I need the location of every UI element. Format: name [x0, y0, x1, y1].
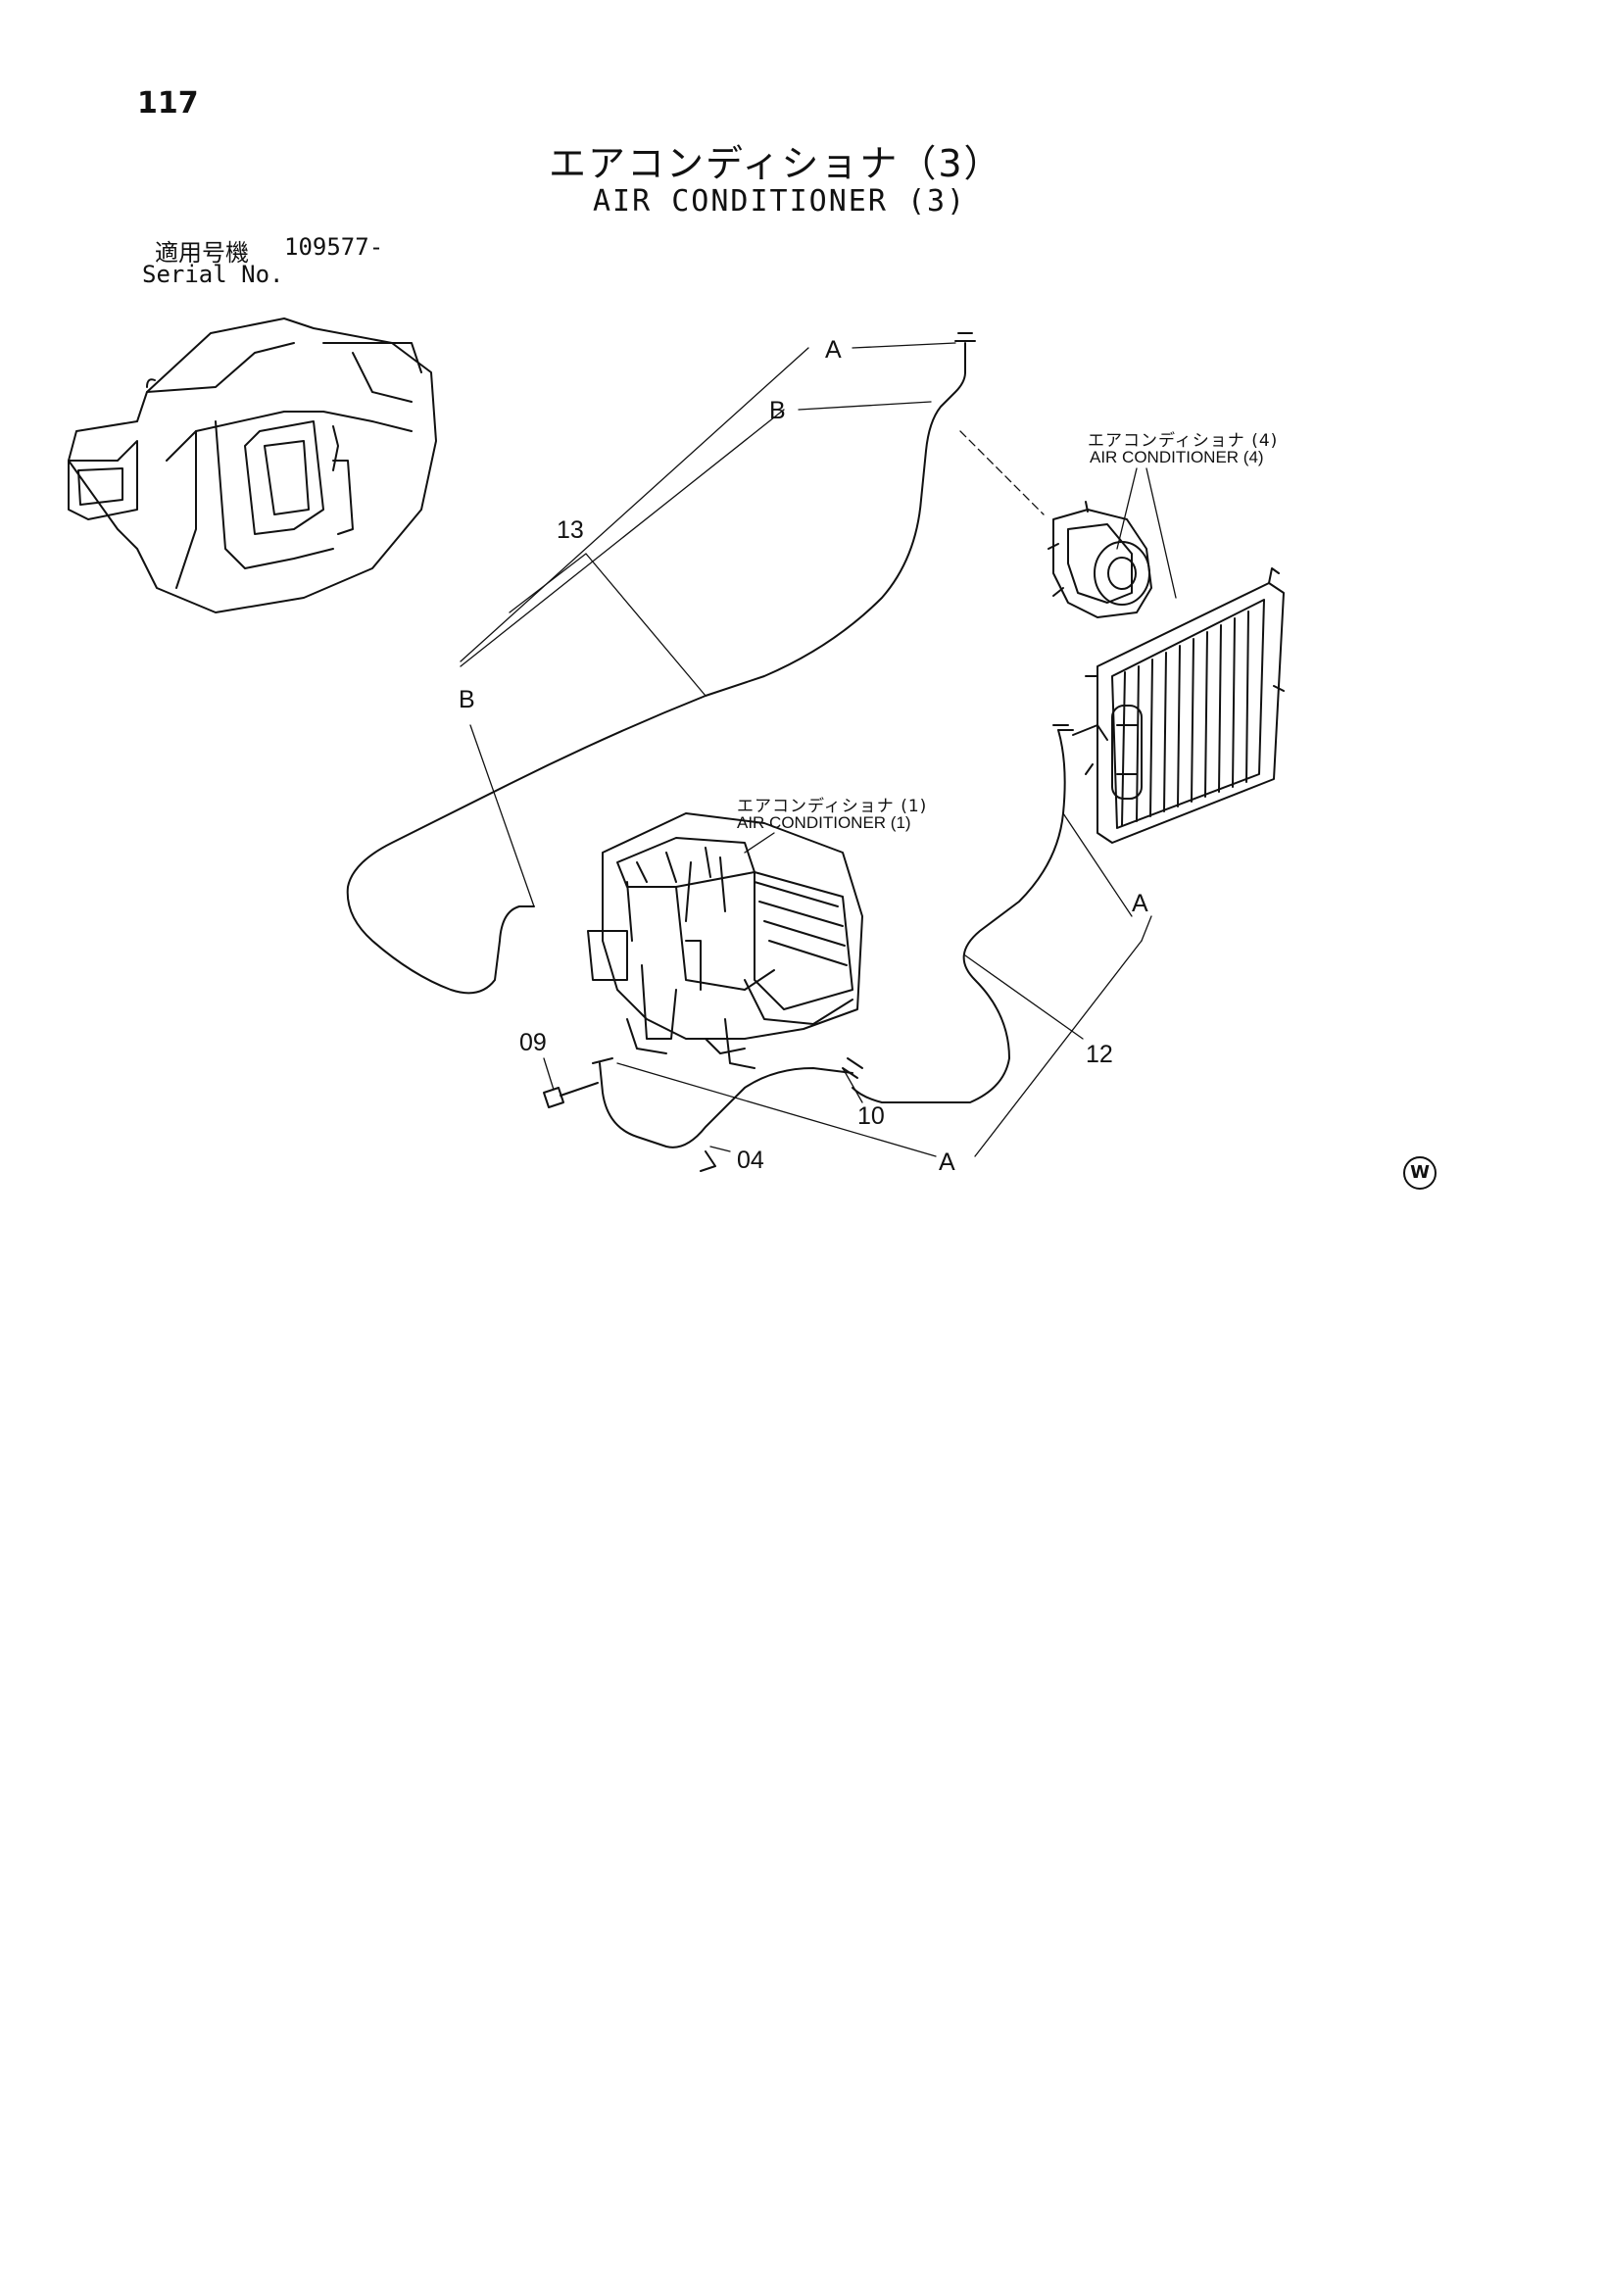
air-conditioner-unit-icon	[587, 812, 863, 1069]
callout-part-12: 12	[1086, 1041, 1113, 1068]
serial-label-en: Serial No.	[142, 261, 284, 288]
reference-ac4-jp: エアコンディショナ (4)	[1088, 431, 1279, 451]
w-mark-icon: W	[1403, 1156, 1437, 1190]
hose-10	[599, 1062, 853, 1148]
reference-ac4-en: AIR CONDITIONER (4)	[1090, 448, 1264, 466]
excavator-thumbnail-icon	[68, 318, 437, 613]
reference-ac1-jp: エアコンディショナ (1)	[737, 797, 928, 816]
hose-12	[852, 729, 1066, 1103]
callout-a-top: A	[825, 336, 842, 364]
page-number: 117	[137, 86, 199, 121]
callout-part-04: 04	[737, 1147, 764, 1174]
callout-a-bottom: A	[939, 1148, 955, 1176]
reference-ac1-en: AIR CONDITIONER (1)	[737, 813, 911, 832]
callout-b-top: B	[769, 397, 786, 424]
compressor-icon	[1048, 501, 1152, 618]
hose-13	[346, 342, 966, 995]
condenser-icon	[1057, 567, 1285, 844]
callout-part-13: 13	[557, 516, 584, 544]
callout-b-left: B	[459, 686, 475, 713]
serial-label-jp: 適用号機	[155, 239, 249, 267]
serial-value: 109577-	[284, 233, 384, 261]
callout-part-10: 10	[857, 1102, 885, 1130]
bolt-09	[543, 1082, 599, 1108]
callout-part-09: 09	[519, 1029, 547, 1056]
callout-a-right: A	[1132, 890, 1148, 917]
page-title-jp: エアコンディショナ（3）	[549, 142, 1003, 185]
page-title-en: AIR CONDITIONER (3)	[593, 184, 967, 219]
